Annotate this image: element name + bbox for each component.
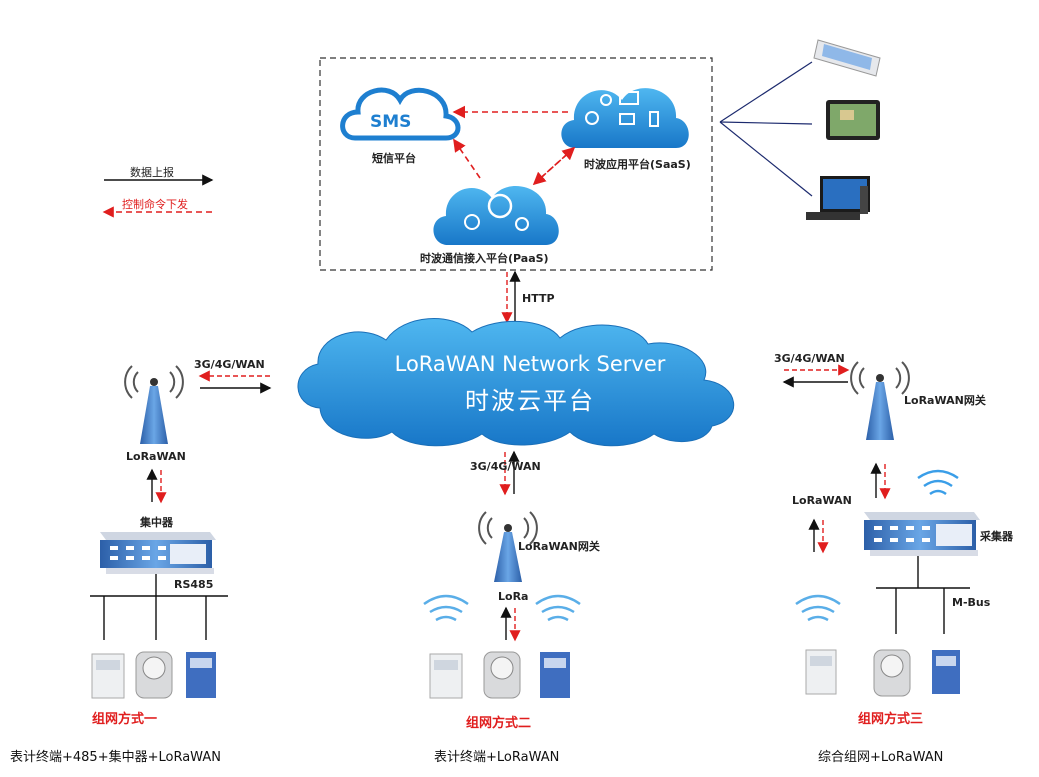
right-gateway-label: LoRaWAN网关 bbox=[904, 394, 986, 407]
wifi-icon-middle-left bbox=[423, 594, 469, 622]
right-wan-label: 3G/4G/WAN bbox=[774, 352, 845, 365]
middle-lora-label: LoRa bbox=[498, 590, 529, 603]
middle-wan-label: 3G/4G/WAN bbox=[470, 460, 541, 473]
network-server-subtitle: 时波云平台 bbox=[465, 387, 595, 415]
platform-box bbox=[319, 57, 713, 271]
middle-caption: 表计终端+LoRaWAN bbox=[434, 750, 560, 765]
mbus-label: M-Bus bbox=[952, 596, 991, 609]
tablet-icon bbox=[826, 100, 880, 140]
device-line-desktop bbox=[719, 121, 813, 197]
left-gateway-label: LoRaWAN bbox=[126, 450, 186, 463]
device-line-tablet bbox=[719, 121, 813, 125]
paas-to-saas-arrow bbox=[533, 146, 576, 185]
left-wan-label: 3G/4G/WAN bbox=[194, 358, 265, 371]
concentrator-label: 集中器 bbox=[140, 516, 173, 529]
network-server-cloud bbox=[297, 318, 735, 447]
rs485-label: RS485 bbox=[174, 578, 214, 591]
http-label: HTTP bbox=[522, 292, 555, 305]
legend-up-label: 数据上报 bbox=[130, 166, 174, 179]
concentrator-device-icon bbox=[100, 532, 216, 574]
left-caption: 表计终端+485+集中器+LoRaWAN bbox=[10, 750, 221, 765]
middle-title: 组网方式二 bbox=[466, 716, 532, 731]
saas-cloud-icon bbox=[561, 88, 689, 148]
meters-right-icon bbox=[805, 649, 960, 697]
saas-to-paas-arrow bbox=[532, 147, 575, 186]
saas-platform-label: 时波应用平台(SaaS) bbox=[584, 158, 691, 171]
meters-middle-icon bbox=[429, 651, 570, 699]
network-server-title: LoRaWAN Network Server bbox=[394, 352, 666, 376]
phone-icon bbox=[813, 39, 881, 77]
collector-device-icon bbox=[864, 512, 980, 556]
paas-cloud-icon bbox=[433, 186, 559, 245]
right-tower-icon bbox=[850, 361, 910, 440]
middle-tower-icon bbox=[478, 511, 538, 582]
sms-platform-label: 短信平台 bbox=[372, 152, 416, 165]
wifi-icon-collector bbox=[917, 469, 959, 496]
right-caption: 综合组网+LoRaWAN bbox=[818, 750, 944, 765]
paas-to-sms-arrow bbox=[453, 138, 481, 179]
right-title: 组网方式三 bbox=[858, 712, 924, 727]
desktop-icon bbox=[806, 176, 870, 220]
device-line-phone bbox=[719, 61, 813, 123]
sms-text: SMS bbox=[370, 112, 412, 132]
right-lorawan-label: LoRaWAN bbox=[792, 494, 852, 507]
left-tower-icon bbox=[124, 365, 184, 444]
meters-left-icon bbox=[91, 651, 216, 699]
paas-platform-label: 时波通信接入平台(PaaS) bbox=[420, 252, 549, 265]
left-title: 组网方式一 bbox=[92, 712, 158, 727]
collector-label: 采集器 bbox=[980, 530, 1013, 543]
legend-down-label: 控制命令下发 bbox=[122, 198, 188, 211]
sms-cloud-icon bbox=[340, 87, 461, 141]
wifi-icon-right bbox=[795, 594, 841, 622]
middle-gateway-label: LoRaWAN网关 bbox=[518, 540, 600, 553]
wifi-icon-middle-right bbox=[535, 594, 581, 622]
